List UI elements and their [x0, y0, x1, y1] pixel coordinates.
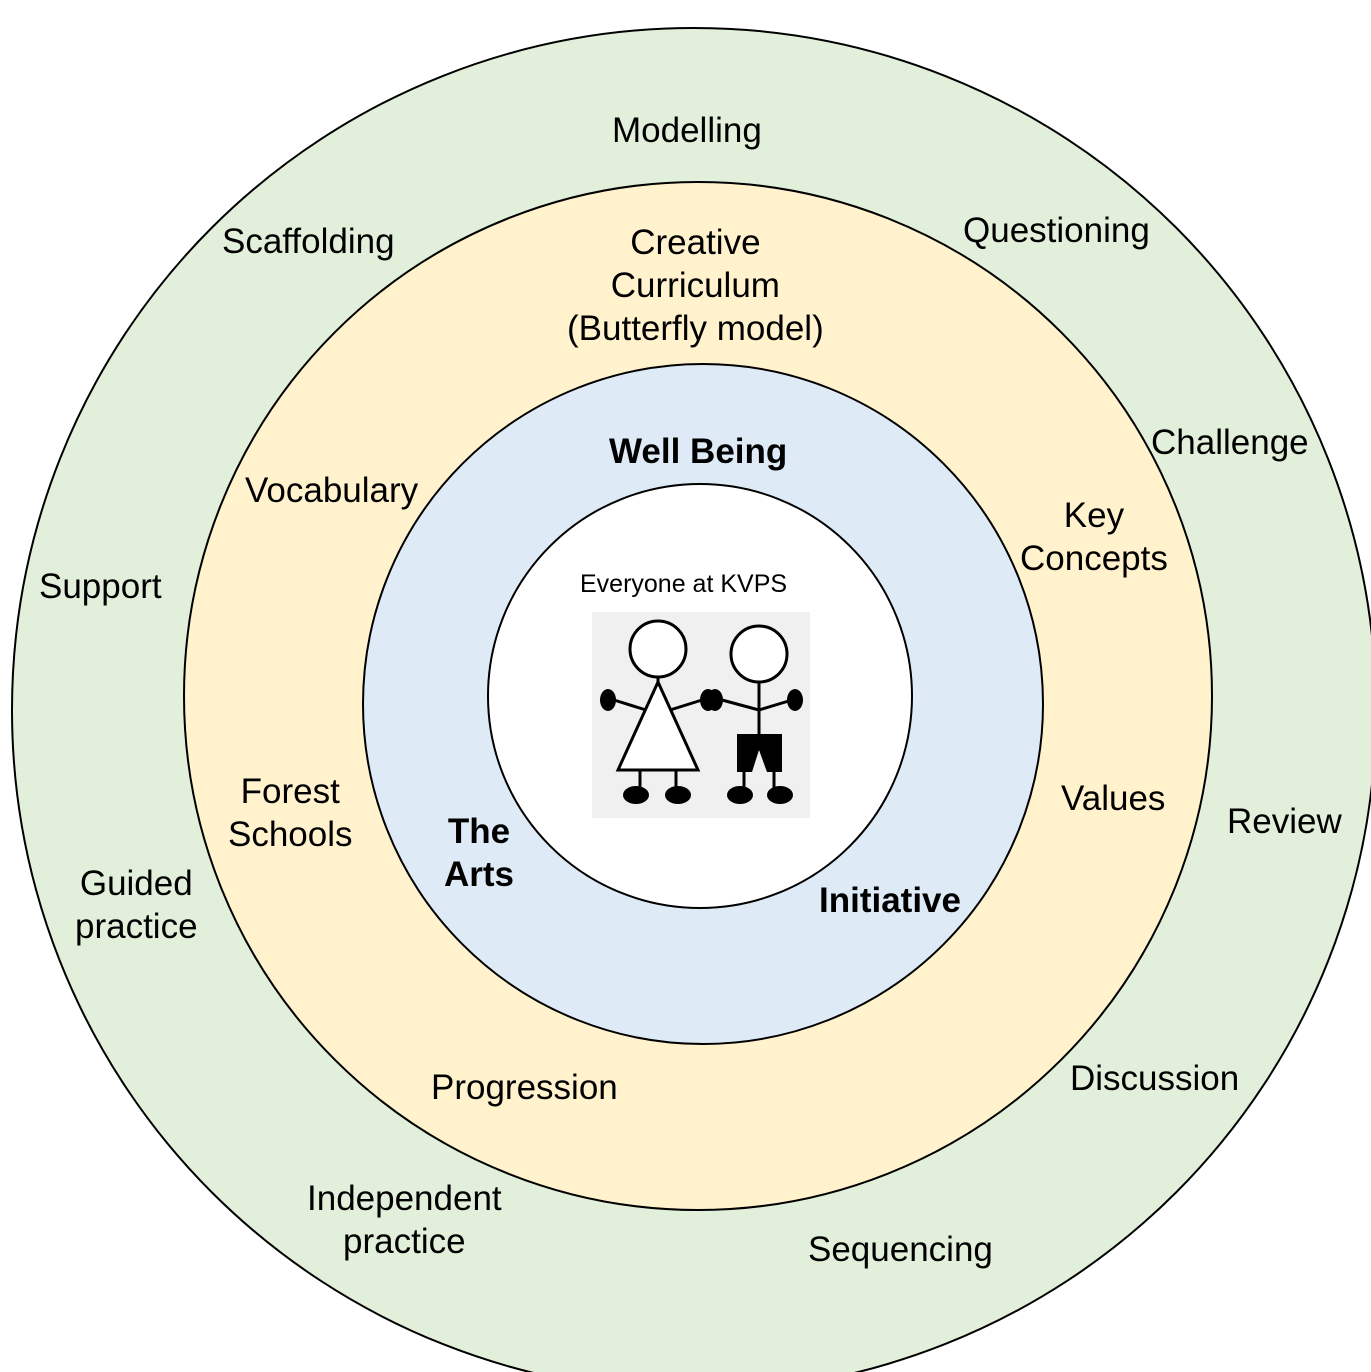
- outer-label-review: Review: [1227, 802, 1342, 841]
- middle-label-forest-schools: Forest Schools: [228, 772, 353, 854]
- outer-label-scaffolding: Scaffolding: [222, 222, 395, 261]
- inner-label-initiative: Initiative: [819, 881, 961, 920]
- outer-label-independent-practice: Independent practice: [307, 1179, 502, 1261]
- middle-label-vocabulary: Vocabulary: [245, 471, 419, 510]
- inner-label-the-arts: The Arts: [444, 812, 515, 894]
- outer-label-guided-practice: Guided practice: [75, 864, 198, 946]
- center-title: Everyone at KVPS: [580, 570, 788, 598]
- outer-label-sequencing: Sequencing: [808, 1230, 993, 1269]
- middle-label-values: Values: [1061, 779, 1166, 818]
- middle-label-key-concepts: Key Concepts: [1020, 496, 1168, 578]
- outer-label-discussion: Discussion: [1070, 1059, 1240, 1098]
- outer-label-support: Support: [39, 567, 162, 606]
- middle-label-progression: Progression: [431, 1068, 618, 1107]
- outer-label-challenge: Challenge: [1151, 423, 1309, 462]
- outer-label-modelling: Modelling: [612, 111, 762, 150]
- inner-label-well-being: Well Being: [609, 432, 788, 471]
- stick-figures-girl-and-boy-icon: [592, 612, 810, 818]
- outer-label-questioning: Questioning: [963, 211, 1150, 250]
- middle-label-creative-curriculum: Creative Curriculum (Butterfly model): [567, 223, 824, 348]
